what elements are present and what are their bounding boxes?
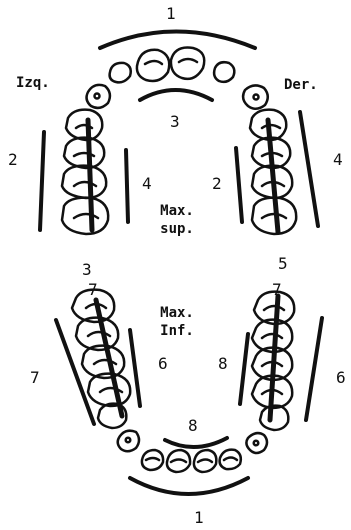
upper-right-outer-bar — [300, 112, 318, 226]
number-upper-left-outer: 2 — [8, 152, 18, 167]
label-right: Der. — [284, 78, 318, 93]
number-upper-left-inner: 4 — [142, 176, 152, 191]
number-lower-left-inner: 6 — [158, 356, 168, 371]
label-upper-arch: Max. sup. — [152, 202, 202, 238]
number-upper-palate: 3 — [170, 114, 180, 129]
number-top: 1 — [166, 6, 176, 21]
upper-palate-arc — [140, 90, 212, 100]
number-bottom: 1 — [194, 510, 204, 525]
upper-left-outer-bar — [40, 132, 44, 230]
number-upper-right-inner: 2 — [212, 176, 222, 191]
number-lower-left-outer: 7 — [30, 370, 40, 385]
lower-outer-arc — [130, 478, 248, 494]
label-lower-arch: Max. Inf. — [152, 304, 202, 340]
lower-right-inner-bar — [240, 334, 248, 404]
upper-right-inner-bar — [236, 148, 242, 222]
number-lower-left-molar: 7 — [88, 282, 98, 297]
number-upper-right-outer: 4 — [333, 152, 343, 167]
number-lower-right-inner: 8 — [218, 356, 228, 371]
lower-right-midline — [270, 296, 278, 420]
number-lower-right-molar: 7 — [272, 282, 282, 297]
lower-incisors — [142, 450, 241, 472]
number-lower-right-top: 5 — [278, 256, 288, 271]
lower-right-outer-bar — [306, 318, 322, 420]
lower-left-inner-bar — [130, 330, 140, 406]
lower-front-arc — [165, 438, 227, 447]
number-lower-right-outer: 6 — [336, 370, 346, 385]
upper-left-molars — [62, 110, 108, 234]
upper-left-inner-bar — [126, 150, 128, 222]
label-left: Izq. — [16, 76, 50, 91]
upper-outer-arc — [100, 32, 255, 49]
number-lower-left-top: 3 — [82, 262, 92, 277]
upper-incisors — [110, 48, 235, 83]
number-lower-front: 8 — [188, 418, 198, 433]
